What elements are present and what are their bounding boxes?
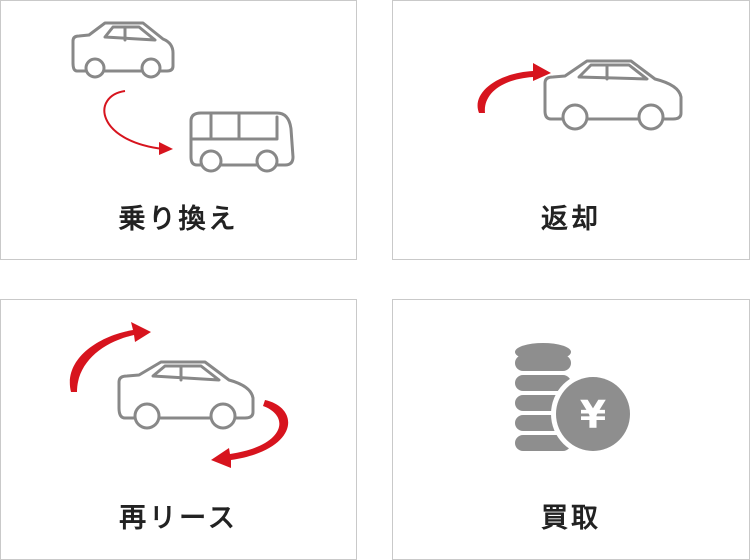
option-card-change[interactable]: 乗り換え [0, 0, 357, 260]
option-card-return[interactable]: 返却 [392, 0, 750, 260]
car-to-bus-icon [71, 21, 295, 173]
option-card-buyout[interactable]: ¥ 買取 [392, 299, 750, 560]
option-label: 再リース [119, 503, 238, 534]
option-card-re-lease[interactable]: 再リース [0, 299, 357, 560]
option-label: 買取 [541, 503, 601, 534]
option-label: 乗り換え [118, 204, 239, 235]
car-cycle-icon [69, 322, 289, 468]
car-return-icon [477, 59, 683, 131]
svg-text:¥: ¥ [580, 393, 606, 437]
option-label: 返却 [541, 204, 601, 235]
yen-coins-icon: ¥ [515, 343, 635, 456]
